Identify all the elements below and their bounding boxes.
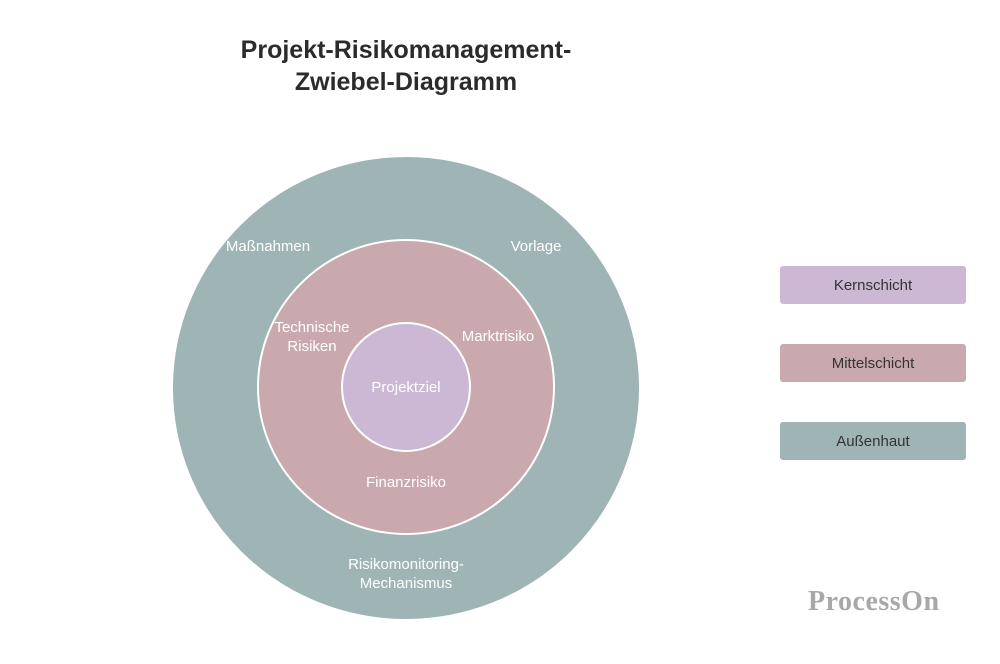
legend-label-aussenhaut: Außenhaut — [836, 432, 910, 450]
diagram-title: Projekt-Risikomanagement- Zwiebel-Diagra… — [180, 34, 632, 98]
legend-item-mittelschicht: Mittelschicht — [780, 344, 966, 382]
middle-label-marktrisiko: Marktrisiko — [462, 328, 535, 345]
legend-label-mittelschicht: Mittelschicht — [831, 354, 915, 372]
outer-label-vorlage: Vorlage — [511, 238, 562, 255]
middle-label-finanzrisiko: Finanzrisiko — [366, 474, 446, 491]
outer-label-massnahmen: Maßnahmen — [226, 238, 310, 255]
middle-label-risiken: Risiken — [287, 338, 336, 355]
legend-item-aussenhaut: Außenhaut — [780, 422, 966, 460]
middle-label-technische: Technische — [274, 319, 349, 336]
diagram-title-line1: Projekt-Risikomanagement- — [240, 36, 572, 64]
diagram-title-line2: Zwiebel-Diagramm — [294, 68, 518, 96]
legend-item-kernschicht: Kernschicht — [780, 266, 966, 304]
outer-label-monitoring-line2: Mechanismus — [360, 575, 453, 592]
processon-watermark: ProcessOn — [808, 586, 940, 617]
core-layer-ellipse — [341, 322, 471, 452]
core-label-projektziel: Projektziel — [371, 379, 440, 396]
outer-label-monitoring-line1: Risikomonitoring- — [348, 556, 464, 573]
legend-label-kernschicht: Kernschicht — [833, 276, 913, 294]
